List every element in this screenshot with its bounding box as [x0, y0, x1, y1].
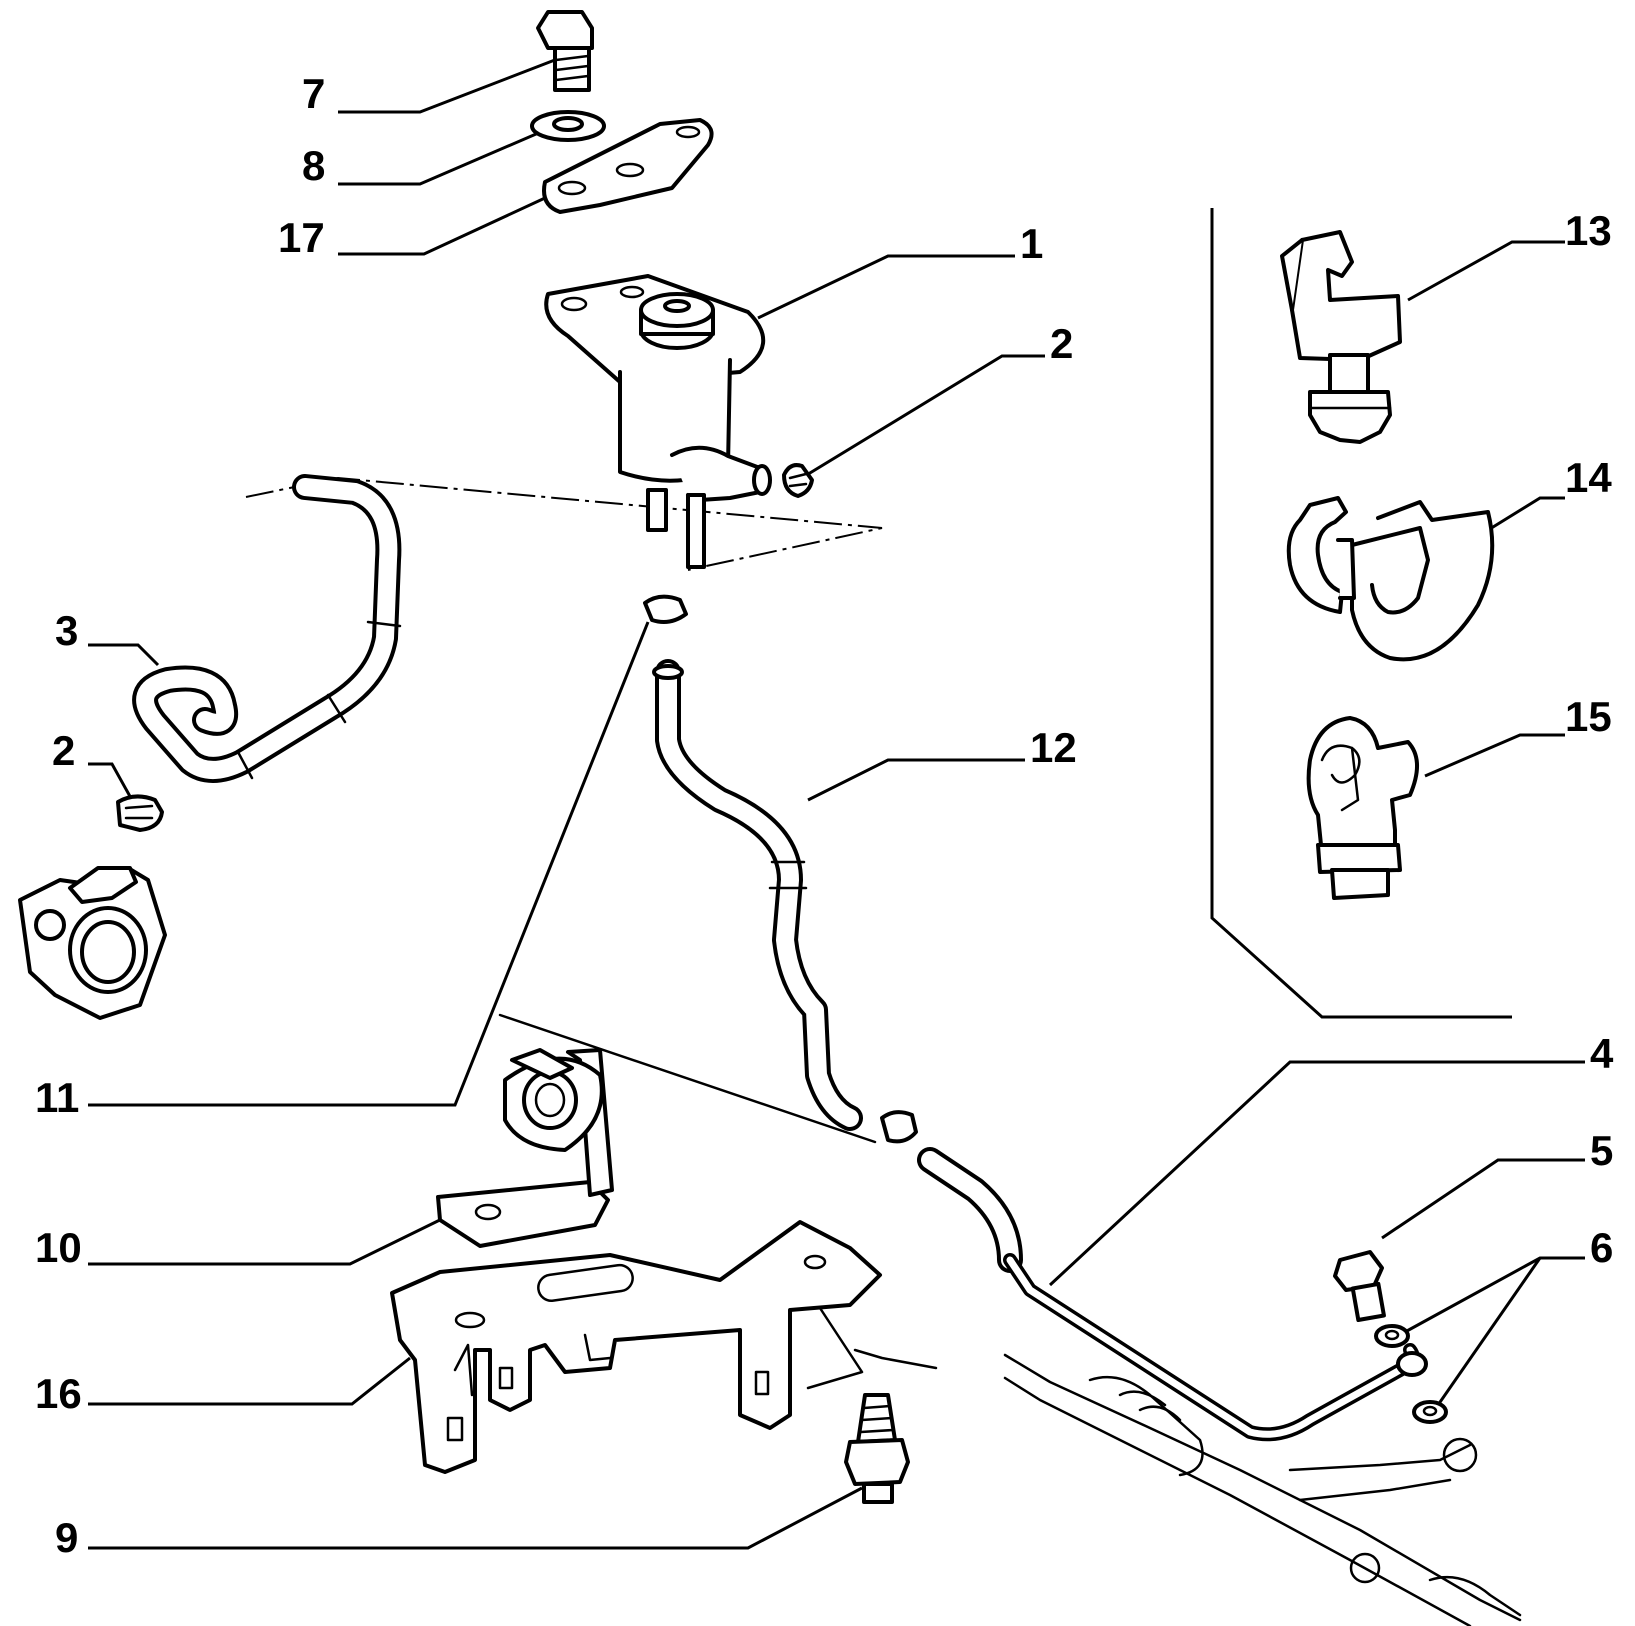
- callout-7[interactable]: 7: [302, 70, 325, 117]
- callout-4[interactable]: 4: [1590, 1030, 1614, 1077]
- part-16-large-bracket[interactable]: [390, 1220, 882, 1474]
- callout-labels: 7 8 17 1 2 13 14 15 3 2 12 11 4 5 10 6 1…: [35, 70, 1614, 1561]
- leader-11: [88, 621, 650, 1107]
- callout-11[interactable]: 11: [35, 1074, 79, 1121]
- callout-6[interactable]: 6: [1590, 1224, 1613, 1271]
- leader-8: [338, 126, 551, 186]
- leader-7: [338, 56, 561, 114]
- leader-12: [807, 758, 1025, 802]
- inset-frame: [1210, 208, 1512, 1019]
- callout-1[interactable]: 1: [1020, 220, 1043, 267]
- part-2-clamp-top[interactable]: [782, 463, 814, 498]
- part-9-stud[interactable]: [844, 1393, 910, 1504]
- leader-15: [1424, 733, 1565, 778]
- part-6-washer-a[interactable]: [1374, 1324, 1410, 1348]
- leader-10: [88, 1214, 449, 1266]
- part-5-bolt[interactable]: [1333, 1250, 1386, 1322]
- part-7-bolt[interactable]: [536, 10, 594, 92]
- leader-5: [1381, 1158, 1585, 1240]
- guide-line-11: [498, 1013, 877, 1144]
- leader-6b: [1436, 1257, 1542, 1406]
- callout-14[interactable]: 14: [1565, 454, 1612, 501]
- callout-10[interactable]: 10: [35, 1224, 82, 1271]
- leader-1: [757, 254, 1015, 320]
- leader-17: [338, 196, 546, 256]
- callout-15[interactable]: 15: [1565, 693, 1612, 740]
- leader-14: [1471, 496, 1565, 542]
- leader-13: [1407, 240, 1565, 302]
- part-2-clamp-lower[interactable]: [880, 1110, 918, 1144]
- leader-4: [1048, 1060, 1585, 1287]
- leader-9: [88, 1486, 863, 1550]
- part-4-pipe[interactable]: [917, 1147, 1428, 1442]
- guide-line-9: [806, 1303, 864, 1390]
- callout-8[interactable]: 8: [302, 142, 325, 189]
- part-17-bracket-plate[interactable]: [542, 118, 714, 214]
- callout-5[interactable]: 5: [1590, 1127, 1613, 1174]
- callout-16[interactable]: 16: [35, 1370, 82, 1417]
- part-10-bracket[interactable]: [436, 1048, 614, 1248]
- leader-3: [88, 643, 160, 667]
- callout-12[interactable]: 12: [1030, 724, 1077, 771]
- part-1-reservoir[interactable]: [544, 274, 772, 569]
- reference-lines: [245, 208, 1512, 1390]
- callout-2-top[interactable]: 2: [1050, 320, 1073, 367]
- part-2-clamp-mid[interactable]: [643, 594, 688, 624]
- steering-rack: [1003, 1353, 1522, 1626]
- part-13-clip[interactable]: [1280, 230, 1402, 444]
- leader-16: [88, 1356, 411, 1406]
- callout-13[interactable]: 13: [1565, 207, 1612, 254]
- part-14-clip[interactable]: [1286, 496, 1495, 662]
- callout-9[interactable]: 9: [55, 1514, 78, 1561]
- part-6-washer-b[interactable]: [1412, 1400, 1448, 1424]
- part-15-clip[interactable]: [1306, 716, 1419, 900]
- leader-2-top: [804, 354, 1045, 478]
- part-12-hose[interactable]: [652, 659, 863, 1131]
- leader-2-left: [88, 762, 134, 801]
- reservoir-platform-outline: [245, 476, 883, 571]
- power-steering-pump: [18, 866, 167, 1020]
- leader-lines: [88, 56, 1585, 1550]
- part-3-hose[interactable]: [132, 474, 402, 783]
- part-2-clamp-left[interactable]: [116, 794, 164, 832]
- callout-17[interactable]: 17: [278, 214, 325, 261]
- part-8-washer[interactable]: [530, 110, 606, 142]
- callout-2-left[interactable]: 2: [52, 727, 75, 774]
- guide-line-9b: [853, 1348, 938, 1370]
- callout-3[interactable]: 3: [55, 607, 78, 654]
